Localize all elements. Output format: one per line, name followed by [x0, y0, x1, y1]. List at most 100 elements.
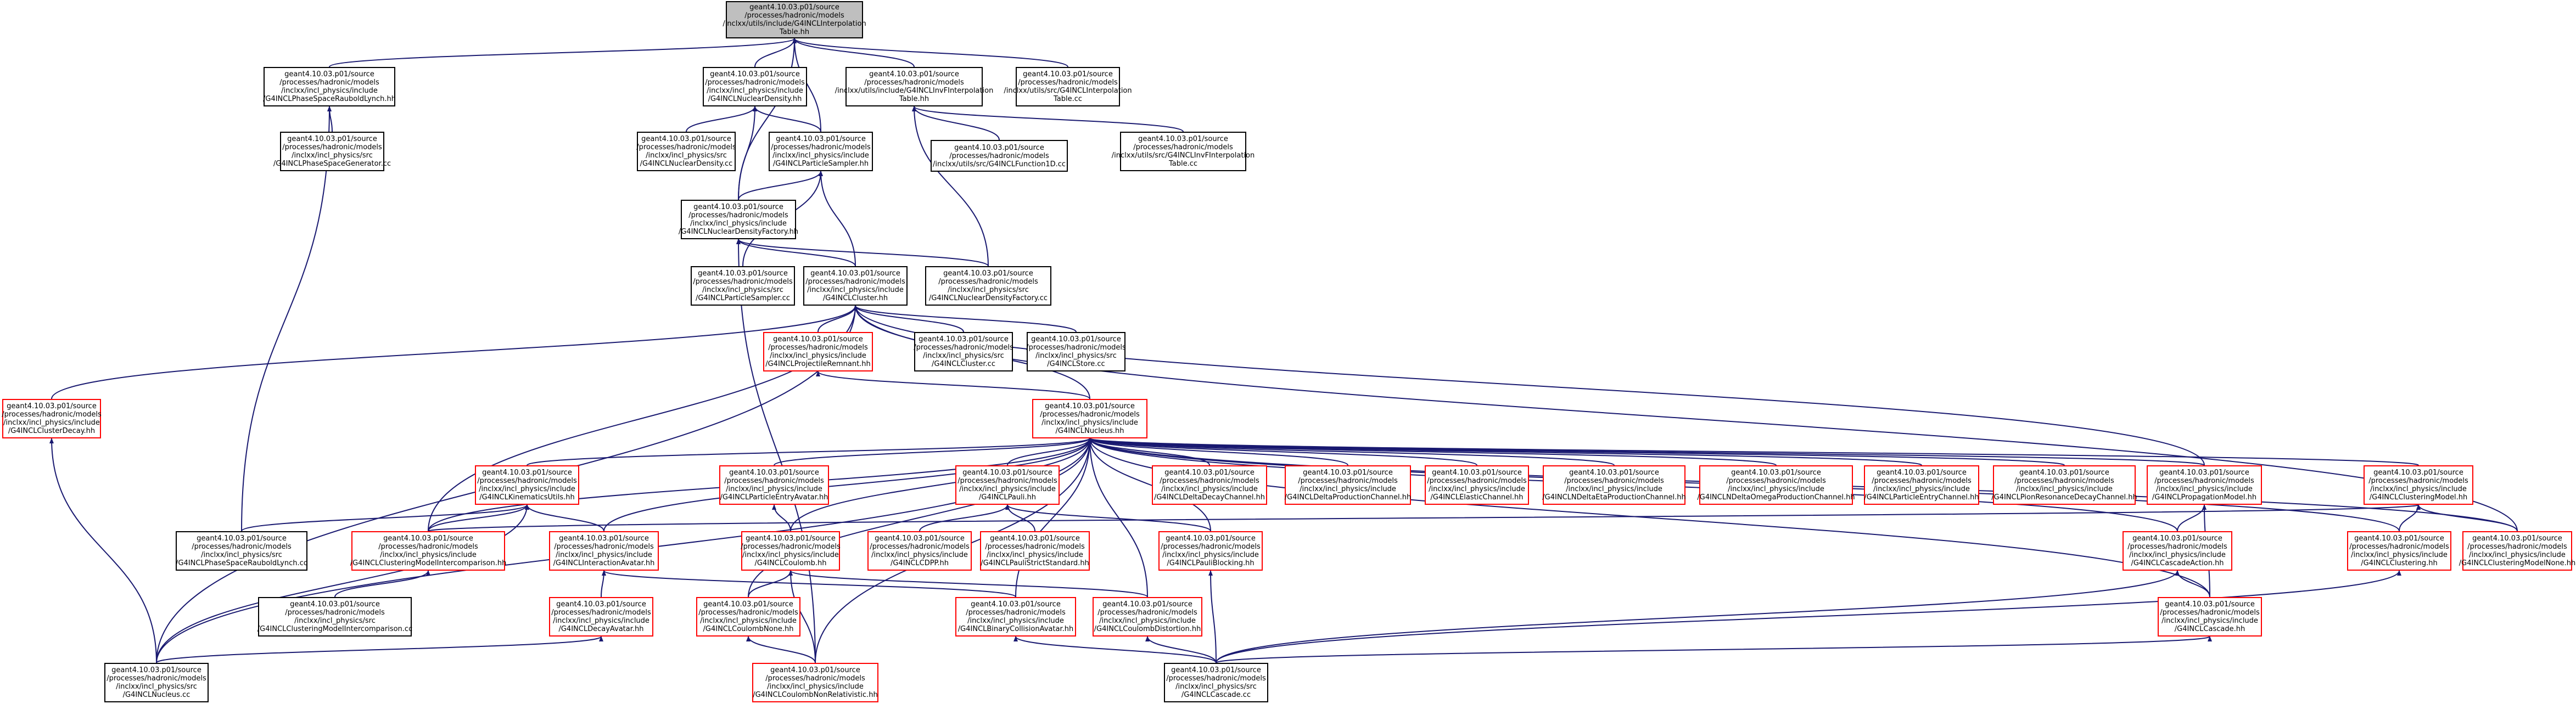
- edge-particle-entry-avatar-hh-to-nucleus-hh: [774, 438, 1092, 466]
- node-nuclear-density-cc[interactable]: geant4.10.03.p01/source /processes/hadro…: [636, 132, 736, 171]
- node-cascade-hh[interactable]: geant4.10.03.p01/source /processes/hadro…: [2158, 597, 2262, 637]
- node-inv-f-interpolation-table-cc[interactable]: geant4.10.03.p01/source /processes/hadro…: [1112, 132, 1255, 171]
- edge-cluster-decay-hh-to-cluster-hh: [51, 305, 858, 399]
- edge-nuclear-density-factory-hh-to-particle-sampler-hh: [738, 171, 823, 200]
- node-cluster-decay-hh[interactable]: geant4.10.03.p01/source /processes/hadro…: [2, 399, 102, 438]
- edge-clustering-model-intercomparison-cc-to-clustering-model-intercomparison-hh: [334, 570, 430, 598]
- edge-coulomb-non-relativistic-hh-to-coulomb-none-hh: [746, 636, 816, 663]
- edge-cascade-cc-to-cascade-action-hh: [1216, 570, 2180, 663]
- edge-coulomb-non-relativistic-hh-to-nuclear-density-factory-hh: [736, 239, 816, 663]
- edge-particle-sampler-hh-to-nuclear-density-hh: [753, 106, 821, 132]
- edge-phase-space-raubold-lynch-cc-to-phase-space-raubold-lynch-hh: [241, 106, 332, 532]
- node-phase-space-raubold-lynch-hh[interactable]: geant4.10.03.p01/source /processes/hadro…: [263, 67, 396, 106]
- node-particle-sampler-cc[interactable]: geant4.10.03.p01/source /processes/hadro…: [691, 266, 795, 306]
- edge-nucleus-cc-to-kinematics-utils-hh: [156, 504, 529, 663]
- node-nuclear-density-factory-hh[interactable]: geant4.10.03.p01/source /processes/hadro…: [679, 200, 798, 239]
- node-phase-space-generator-cc[interactable]: geant4.10.03.p01/source /processes/hadro…: [273, 132, 391, 171]
- edge-coulomb-hh-to-nucleus-hh: [790, 438, 1092, 532]
- edge-nuclear-density-factory-cc-to-inv-f-interpolation-table-hh: [912, 106, 989, 267]
- edge-pauli-blocking-hh-to-nucleus-hh: [1088, 438, 1211, 532]
- node-cluster-hh[interactable]: geant4.10.03.p01/source /processes/hadro…: [803, 266, 908, 306]
- edge-interpolation-table-cc-to-interpolation-table-hh: [792, 38, 1068, 67]
- edge-nuclear-density-cc-to-nuclear-density-hh: [686, 106, 757, 132]
- node-cascade-action-hh[interactable]: geant4.10.03.p01/source /processes/hadro…: [2123, 531, 2232, 571]
- edge-cascade-hh-to-cascade-action-hh: [2175, 570, 2210, 598]
- edge-clustering-model-none-hh-to-clustering-model-hh: [2416, 504, 2518, 532]
- edge-cluster-hh-to-nuclear-density-factory-hh: [736, 239, 856, 267]
- edge-nucleus-hh-to-projectile-remnant-hh: [816, 371, 1090, 399]
- node-decay-avatar-hh[interactable]: geant4.10.03.p01/source /processes/hadro…: [549, 597, 653, 637]
- node-pauli-hh[interactable]: geant4.10.03.p01/source /processes/hadro…: [955, 465, 1060, 505]
- node-projectile-remnant-hh[interactable]: geant4.10.03.p01/source /processes/hadro…: [763, 332, 873, 371]
- node-pauli-strict-standard-hh[interactable]: geant4.10.03.p01/source /processes/hadro…: [980, 531, 1090, 571]
- edge-ndelta-eta-production-channel-hh-to-nucleus-hh: [1088, 438, 1615, 466]
- node-function-1d-cc[interactable]: geant4.10.03.p01/source /processes/hadro…: [931, 140, 1068, 172]
- edge-cascade-cc-to-cascade-hh: [1216, 636, 2212, 663]
- edge-clustering-model-intercomparison-hh-to-clustering-model-hh: [428, 504, 2420, 532]
- node-nucleus-cc[interactable]: geant4.10.03.p01/source /processes/hadro…: [104, 663, 209, 702]
- edge-pauli-blocking-hh-to-pauli-hh: [1005, 504, 1211, 532]
- edge-particle-sampler-hh-to-interpolation-table-hh: [792, 38, 821, 132]
- edge-inv-f-interpolation-table-cc-to-inv-f-interpolation-table-hh: [912, 106, 1184, 132]
- edge-cluster-hh-to-particle-sampler-hh: [819, 171, 856, 267]
- edge-cluster-cc-to-cluster-hh: [853, 305, 964, 333]
- node-nuclear-density-factory-cc[interactable]: geant4.10.03.p01/source /processes/hadro…: [925, 266, 1051, 306]
- edge-cascade-cc-to-binary-collision-avatar-hh: [1013, 636, 1217, 663]
- node-delta-production-channel-hh[interactable]: geant4.10.03.p01/source /processes/hadro…: [1285, 465, 1411, 505]
- node-store-cc[interactable]: geant4.10.03.p01/source /processes/hadro…: [1026, 332, 1126, 371]
- edge-phase-space-raubold-lynch-hh-to-interpolation-table-hh: [329, 38, 797, 67]
- node-pauli-blocking-hh[interactable]: geant4.10.03.p01/source /processes/hadro…: [1158, 531, 1263, 571]
- node-propagation-model-hh[interactable]: geant4.10.03.p01/source /processes/hadro…: [2147, 465, 2262, 505]
- node-elastic-channel-hh[interactable]: geant4.10.03.p01/source /processes/hadro…: [1425, 465, 1529, 505]
- edge-clustering-model-hh-to-nucleus-hh: [1088, 438, 2419, 466]
- edge-pauli-hh-to-nucleus-hh: [1007, 438, 1092, 466]
- edge-cascade-cc-to-coulomb-distortion-hh: [1145, 636, 1217, 663]
- node-cdpp-hh[interactable]: geant4.10.03.p01/source /processes/hadro…: [867, 531, 972, 571]
- edge-cascade-cc-to-clustering-hh: [1216, 570, 2401, 663]
- node-interpolation-table-hh: geant4.10.03.p01/source /processes/hadro…: [723, 1, 866, 38]
- node-delta-decay-channel-hh[interactable]: geant4.10.03.p01/source /processes/hadro…: [1152, 465, 1267, 505]
- node-coulomb-hh[interactable]: geant4.10.03.p01/source /processes/hadro…: [741, 531, 841, 571]
- node-kinematics-utils-hh[interactable]: geant4.10.03.p01/source /processes/hadro…: [475, 465, 579, 505]
- node-ndelta-eta-production-channel-hh[interactable]: geant4.10.03.p01/source /processes/hadro…: [1542, 465, 1686, 505]
- node-clustering-model-intercomparison-cc[interactable]: geant4.10.03.p01/source /processes/hadro…: [257, 597, 412, 637]
- node-ndelta-omega-production-channel-hh[interactable]: geant4.10.03.p01/source /processes/hadro…: [1697, 465, 1855, 505]
- edge-interaction-avatar-hh-to-kinematics-utils-hh: [525, 504, 604, 532]
- node-coulomb-none-hh[interactable]: geant4.10.03.p01/source /processes/hadro…: [696, 597, 800, 637]
- node-pion-resonance-decay-channel-hh[interactable]: geant4.10.03.p01/source /processes/hadro…: [1991, 465, 2137, 505]
- node-particle-sampler-hh[interactable]: geant4.10.03.p01/source /processes/hadro…: [769, 132, 873, 171]
- node-clustering-model-hh[interactable]: geant4.10.03.p01/source /processes/hadro…: [2364, 465, 2473, 505]
- node-nuclear-density-hh[interactable]: geant4.10.03.p01/source /processes/hadro…: [703, 67, 807, 106]
- node-clustering-model-intercomparison-hh[interactable]: geant4.10.03.p01/source /processes/hadro…: [350, 531, 506, 571]
- node-clustering-model-none-hh[interactable]: geant4.10.03.p01/source /processes/hadro…: [2459, 531, 2575, 571]
- node-interaction-avatar-hh[interactable]: geant4.10.03.p01/source /processes/hadro…: [549, 531, 659, 571]
- edge-cascade-cc-to-pauli-blocking-hh: [1208, 570, 1217, 663]
- node-cluster-cc[interactable]: geant4.10.03.p01/source /processes/hadro…: [914, 332, 1013, 371]
- edge-store-cc-to-cluster-hh: [853, 305, 1077, 333]
- edge-kinematics-utils-hh-to-nucleus-hh: [527, 438, 1092, 466]
- edge-cdpp-hh-to-pauli-hh: [919, 504, 1010, 532]
- node-coulomb-distortion-hh[interactable]: geant4.10.03.p01/source /processes/hadro…: [1093, 597, 1202, 637]
- edge-nuclear-density-factory-cc-to-nuclear-density-factory-hh: [736, 239, 989, 267]
- edge-delta-production-channel-hh-to-nucleus-hh: [1088, 438, 1348, 466]
- node-clustering-hh[interactable]: geant4.10.03.p01/source /processes/hadro…: [2347, 531, 2451, 571]
- node-inv-f-interpolation-table-hh[interactable]: geant4.10.03.p01/source /processes/hadro…: [835, 67, 993, 106]
- edge-binary-collision-avatar-hh-to-interaction-avatar-hh: [602, 570, 1016, 598]
- node-particle-entry-channel-hh[interactable]: geant4.10.03.p01/source /processes/hadro…: [1864, 465, 1979, 505]
- edge-inv-f-interpolation-table-hh-to-interpolation-table-hh: [792, 38, 915, 67]
- node-cascade-cc[interactable]: geant4.10.03.p01/source /processes/hadro…: [1164, 663, 1268, 702]
- edge-phase-space-raubold-lynch-cc-to-kinematics-utils-hh: [241, 504, 529, 532]
- edge-coulomb-hh-to-particle-entry-avatar-hh: [772, 504, 791, 532]
- node-particle-entry-avatar-hh[interactable]: geant4.10.03.p01/source /processes/hadro…: [719, 465, 829, 505]
- edge-interaction-avatar-hh-to-nucleus-hh: [603, 438, 1092, 532]
- node-phase-space-raubold-lynch-cc[interactable]: geant4.10.03.p01/source /processes/hadro…: [176, 531, 307, 571]
- edge-function-1d-cc-to-inv-f-interpolation-table-hh: [912, 106, 1000, 140]
- node-binary-collision-avatar-hh[interactable]: geant4.10.03.p01/source /processes/hadro…: [955, 597, 1076, 637]
- edge-coulomb-non-relativistic-hh-to-coulomb-hh: [788, 570, 816, 663]
- node-interpolation-table-cc[interactable]: geant4.10.03.p01/source /processes/hadro…: [1004, 67, 1132, 106]
- edge-nucleus-cc-to-decay-avatar-hh: [156, 636, 603, 663]
- node-nucleus-hh[interactable]: geant4.10.03.p01/source /processes/hadro…: [1032, 399, 1147, 438]
- node-coulomb-non-relativistic-hh[interactable]: geant4.10.03.p01/source /processes/hadro…: [752, 663, 878, 702]
- edge-nuclear-density-factory-hh-to-nuclear-density-hh: [738, 106, 757, 200]
- edge-clustering-model-intercomparison-hh-to-kinematics-utils-hh: [428, 504, 529, 532]
